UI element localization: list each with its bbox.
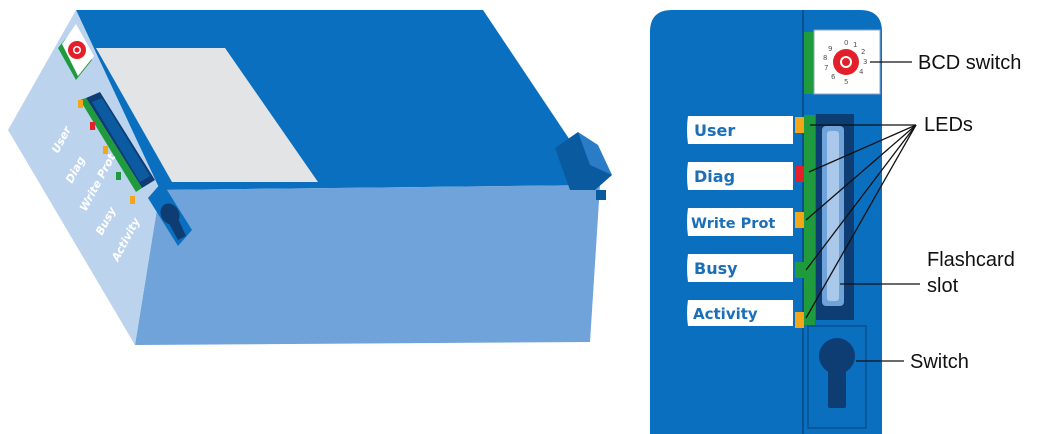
callouts <box>805 61 920 362</box>
iso-key-switch <box>148 182 192 246</box>
module-front-face <box>8 10 160 345</box>
led-label-user: User <box>694 121 735 140</box>
iso-led-busy <box>116 172 121 180</box>
iso-led-strip <box>80 98 142 192</box>
callout-line-led-2 <box>808 124 917 173</box>
iso-led-diag <box>90 122 95 130</box>
module-top-label-area <box>96 48 318 182</box>
callout-bcd-switch: BCD switch <box>918 52 1021 74</box>
led-label-write-prot-row: Write Prot <box>687 208 804 236</box>
led-label-user-row: User <box>687 116 804 144</box>
isometric-module: User Diag Write Prot Busy Activity <box>8 10 612 345</box>
led-label-busy: Busy <box>694 259 738 278</box>
callout-line-led-3 <box>805 124 917 221</box>
led-label-diag-row: Diag <box>687 162 804 190</box>
key-switch <box>807 325 867 429</box>
led-label-diag: Diag <box>694 167 735 186</box>
callout-flashcard-line2: slot <box>927 275 959 297</box>
dial-number-1: 1 <box>853 41 857 49</box>
dial-number-4: 4 <box>859 68 864 76</box>
dial-number-5: 5 <box>844 78 848 86</box>
dial-number-9: 9 <box>828 45 832 53</box>
iso-led-user <box>78 100 83 108</box>
module-side-face <box>135 185 600 345</box>
led-label-write-prot: Write Prot <box>691 216 775 232</box>
dial-number-6: 6 <box>831 73 836 81</box>
led-diag <box>795 166 804 182</box>
front-panel: 0 1 2 3 4 5 6 7 8 9 User <box>650 10 882 434</box>
rear-connector <box>555 132 612 200</box>
dial-number-2: 2 <box>861 48 865 56</box>
iso-bcd-switch <box>58 24 94 80</box>
callout-flashcard-line1: Flashcard <box>927 249 1015 271</box>
dial-number-8: 8 <box>823 54 827 62</box>
led-write-prot <box>795 212 804 228</box>
callout-switch: Switch <box>910 351 969 373</box>
iso-led-activity <box>130 196 135 204</box>
led-label-busy-row: Busy <box>687 254 804 282</box>
flashcard-slot <box>816 114 854 320</box>
dial-number-0: 0 <box>844 39 848 47</box>
led-strip <box>804 115 815 325</box>
bcd-switch: 0 1 2 3 4 5 6 7 8 9 <box>804 29 881 95</box>
led-busy <box>795 262 804 278</box>
callout-leds: LEDs <box>924 114 973 136</box>
callout-line-led-4 <box>805 124 917 271</box>
led-activity <box>795 312 804 328</box>
dial-number-7: 7 <box>824 64 828 72</box>
led-label-activity-row: Activity <box>687 300 804 328</box>
led-user <box>795 117 804 133</box>
led-label-activity: Activity <box>693 305 758 323</box>
iso-led-dots <box>78 100 135 204</box>
iso-led-write-prot <box>103 146 108 154</box>
dial-number-3: 3 <box>863 58 867 66</box>
callout-line-led-5 <box>805 124 917 319</box>
